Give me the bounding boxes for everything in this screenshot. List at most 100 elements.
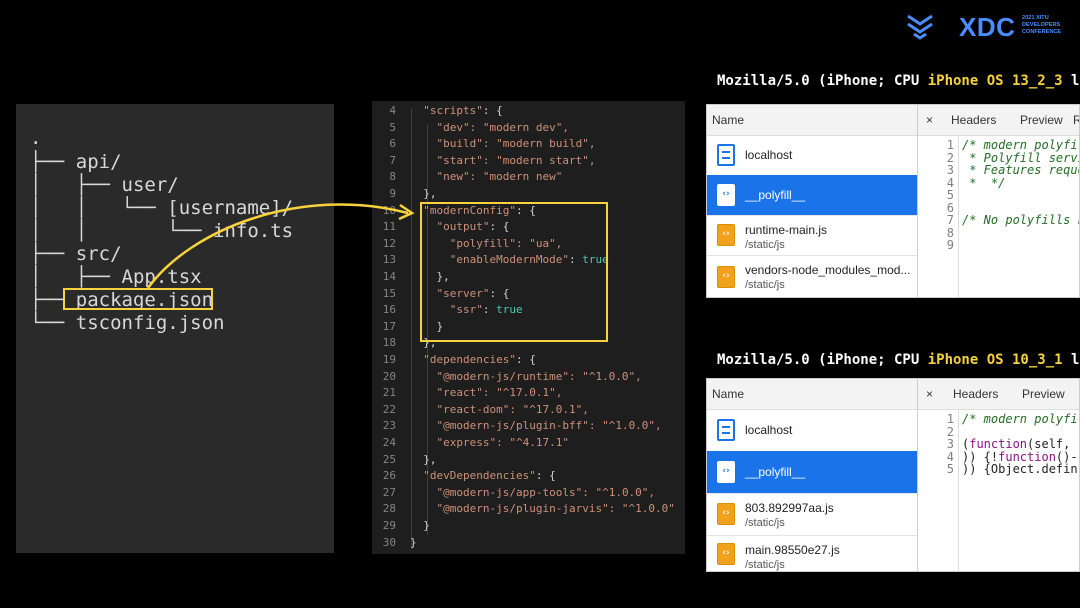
name-column-header[interactable]: Name (707, 379, 917, 410)
tab-preview[interactable]: Preview (1020, 113, 1063, 127)
code-value: : (482, 303, 497, 317)
code-key: "scripts" (423, 104, 483, 117)
code-line: 20 "@modern-js/runtime": "^1.0.0", (372, 369, 642, 386)
line-number: 8 (946, 225, 954, 240)
code-value: : { (489, 286, 510, 300)
file-tree-line: ├── src/ (30, 243, 122, 265)
request-name: runtime-main.js (745, 223, 828, 237)
code-indent (410, 353, 423, 366)
tab-response[interactable]: R (1073, 105, 1079, 135)
response-code-text: * Features reque (962, 163, 1080, 177)
request-name: localhost (745, 423, 793, 437)
code-indent (410, 386, 437, 399)
request-name: localhost (745, 148, 793, 162)
tab-headers[interactable]: Headers (953, 387, 999, 401)
file-tree-line: ├── package.json (30, 289, 214, 311)
line-number: 8 (389, 170, 396, 184)
line-number: 20 (382, 369, 396, 383)
user-agent-title-bottom: Mozilla/5.0 (iPhone; CPU iPhone OS 10_3_… (717, 352, 1079, 368)
line-number: 26 (382, 469, 396, 483)
file-tree-line: │ │ └── info.ts (30, 220, 294, 242)
code-key: "enableModernMode" (449, 253, 569, 267)
devtools-network-bottom: Name localhost __polyfill__803.892997aa.js… (706, 378, 1080, 572)
line-number: 4 (946, 175, 954, 190)
response-code-text: )) {!function()- (962, 449, 1078, 464)
tab-headers[interactable]: Headers (951, 113, 997, 127)
code-value: : "ua", (515, 236, 563, 250)
line-number: 1 (946, 138, 954, 152)
file-tree-line: │ ├── App.tsx (30, 266, 202, 288)
devtools-network-top: Namelocalhost__polyfill__runtime-main.js… (706, 104, 1080, 298)
code-key: "build" (436, 137, 483, 151)
code-indent (410, 519, 423, 532)
code-value: : "^17.0.1", (482, 386, 563, 400)
code-indent (410, 453, 423, 466)
line-number: 14 (382, 270, 396, 283)
response-code-line: 3 * Features reque (918, 163, 1080, 177)
request-row[interactable]: main.98550e27.js/static/js (707, 535, 917, 571)
code-boolean: true (582, 253, 609, 267)
code-key: "modernConfig" (423, 203, 516, 217)
line-number: 24 (382, 436, 396, 449)
code-key: "dev" (436, 120, 470, 134)
code-line: 26 "devDependencies": { (372, 468, 556, 485)
ua-suffix: l (1062, 73, 1080, 89)
response-code-text: (function(self, (962, 437, 1078, 451)
response-code-line: 7/* No polyfills n (918, 214, 1079, 227)
js-icon (717, 266, 735, 288)
code-key: "devDependencies" (423, 469, 536, 483)
js-icon (717, 543, 735, 565)
request-path: /static/js (745, 559, 785, 571)
response-code-line: 2 * Polyfill servi (918, 150, 1079, 165)
response-code-text: )) {Object.defin (962, 462, 1078, 476)
code-line: 4 "scripts": { (372, 103, 502, 120)
code-line: 17 } (372, 319, 443, 336)
request-row[interactable]: __polyfill__ (707, 175, 917, 216)
line-number: 9 (946, 238, 954, 252)
code-value: } (423, 519, 430, 532)
code-indent (410, 403, 437, 416)
line-number: 28 (382, 502, 396, 516)
close-detail-button[interactable]: × (926, 387, 934, 401)
code-key: "polyfill" (449, 236, 516, 250)
response-code-line: 3(function(self, (918, 438, 1078, 451)
code-key: "dependencies" (423, 353, 516, 366)
request-row[interactable]: localhost (707, 409, 917, 452)
code-indent (410, 486, 437, 499)
close-detail-button[interactable]: × (926, 113, 934, 127)
modern-config-highlight (420, 202, 608, 342)
line-number: 1 (946, 412, 954, 426)
code-line: 7 "start": "modern start", (372, 153, 595, 170)
request-row[interactable]: __polyfill__ (707, 451, 917, 494)
request-row[interactable]: 803.892997aa.js/static/js (707, 493, 917, 536)
line-number: 21 (382, 386, 396, 400)
line-number: 2 (946, 150, 954, 165)
code-value: }, (423, 452, 437, 466)
network-request-list: Name localhost __polyfill__803.892997aa.js… (707, 379, 918, 571)
ua-os-highlight: iPhone OS 10_3_1 (927, 352, 1063, 368)
code-line: 29 } (372, 518, 430, 535)
response-code-text: /* modern polyfi (962, 412, 1078, 426)
tab-preview[interactable]: Preview (1022, 387, 1065, 401)
request-row[interactable]: vendors-node_modules_mod.../static/js (707, 255, 917, 297)
code-line: 5 "dev": "modern dev", (372, 120, 569, 137)
line-number: 4 (946, 449, 954, 464)
file-tree-line: . (30, 127, 42, 149)
line-number: 25 (382, 452, 396, 466)
line-number: 3 (946, 163, 954, 177)
line-number: 15 (382, 286, 396, 300)
request-row[interactable]: localhost (707, 135, 917, 176)
line-gutter (918, 410, 959, 571)
response-code-text: * */ (962, 175, 1006, 190)
code-indent (410, 502, 437, 515)
code-line: 8 "new": "modern new" (372, 169, 562, 186)
request-path: /static/js (745, 279, 785, 291)
code-line: 30} (372, 535, 417, 552)
name-column-header[interactable]: Name (707, 105, 917, 136)
response-code-line: 5 (918, 189, 962, 202)
code-line: 21 "react": "^17.0.1", (372, 385, 563, 402)
logo-conference-text: 2021 XITU DEVELOPERS CONFERENCE (1022, 15, 1062, 35)
doc-icon (717, 419, 735, 441)
request-row[interactable]: runtime-main.js/static/js (707, 215, 917, 256)
code-value: : (568, 253, 583, 267)
